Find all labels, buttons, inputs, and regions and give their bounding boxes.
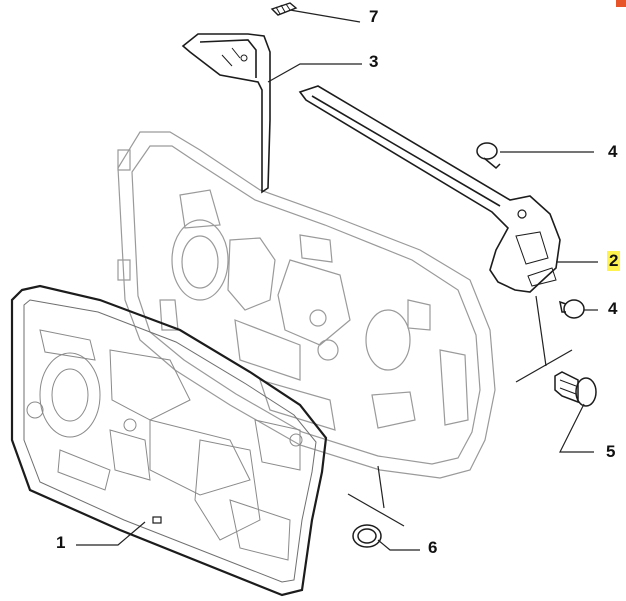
callout-2: 2: [607, 251, 621, 271]
clip-lower: [559, 299, 585, 319]
callout-7: 7: [369, 7, 379, 26]
callout-6: 6: [428, 538, 438, 557]
window-regulator: [298, 85, 561, 293]
screw-part: [270, 2, 298, 16]
callout-4-lower: 4: [608, 299, 618, 318]
plug-part: [352, 524, 382, 548]
callout-4-upper: 4: [608, 142, 618, 161]
push-pin-fastener: [554, 371, 597, 407]
callout-3: 3: [369, 52, 379, 71]
leader-lines: [76, 9, 598, 551]
door-frame-part: [117, 131, 496, 479]
door-trim-panel: [10, 284, 328, 597]
callout-5: 5: [606, 442, 616, 461]
clip-upper: [476, 142, 501, 170]
callout-1: 1: [56, 533, 66, 552]
corner-marker-icon: [616, 0, 626, 7]
window-run-channel: [181, 33, 271, 194]
